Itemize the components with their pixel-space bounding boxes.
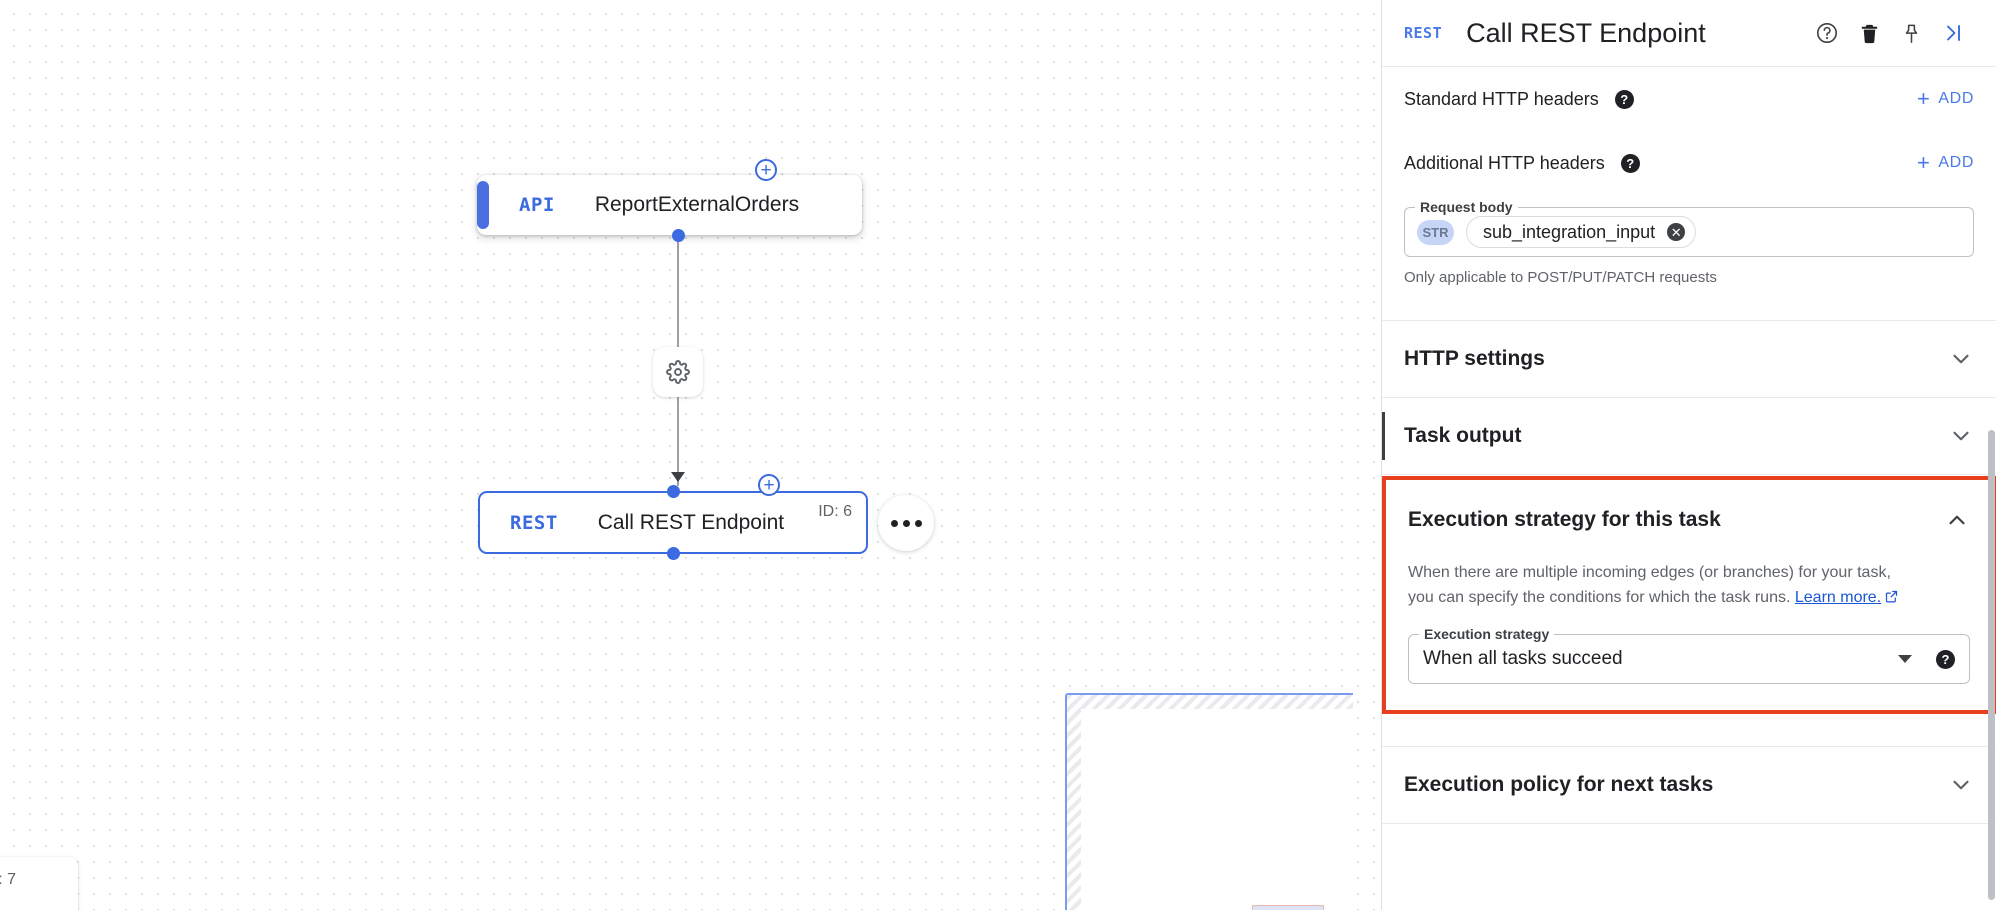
node-output-port[interactable] xyxy=(672,229,685,242)
section-task-output[interactable]: Task output xyxy=(1382,398,1996,474)
request-body-legend: Request body xyxy=(1415,199,1518,215)
minimap-hatch-border xyxy=(1067,695,1353,910)
add-label: ADD xyxy=(1938,154,1974,171)
workflow-canvas[interactable]: API ReportExternalOrders + REST Call RES… xyxy=(0,0,1381,910)
panel-title: Call REST Endpoint xyxy=(1466,17,1706,48)
collapse-panel-icon[interactable] xyxy=(1932,12,1974,54)
request-body-variable-pill[interactable]: sub_integration_input ✕ xyxy=(1466,216,1697,248)
description-line-1: When there are multiple incoming edges (… xyxy=(1408,564,1891,581)
additional-http-headers-label: Additional HTTP headers xyxy=(1404,152,1605,173)
section-http-settings[interactable]: HTTP settings xyxy=(1382,321,1996,397)
minimap-selection-box[interactable] xyxy=(1252,905,1324,910)
node-output-port[interactable] xyxy=(667,547,680,560)
description-line-2: you can specify the conditions for which… xyxy=(1408,589,1791,606)
plus-glyph: + xyxy=(763,474,775,496)
chevron-down-icon[interactable] xyxy=(1948,346,1974,372)
execution-strategy-description: When there are multiple incoming edges (… xyxy=(1386,560,1992,612)
section-title: Execution strategy for this task xyxy=(1408,508,1721,531)
divider xyxy=(1382,397,1996,398)
execution-strategy-select[interactable]: Execution strategy When all tasks succee… xyxy=(1408,626,1970,684)
task-type-badge: REST xyxy=(1404,24,1443,42)
help-circle-icon[interactable] xyxy=(1806,12,1848,54)
node-id-label: ID: 6 xyxy=(818,503,852,520)
plus-icon: + xyxy=(1916,150,1931,175)
node-type-badge: API xyxy=(519,194,555,216)
chevron-down-icon[interactable] xyxy=(1948,423,1974,449)
canvas-node-partial[interactable]: D: 7 xyxy=(0,857,78,910)
external-link-icon[interactable] xyxy=(1884,587,1899,612)
dot xyxy=(902,519,910,527)
execution-strategy-legend: Execution strategy xyxy=(1419,626,1555,642)
pin-icon[interactable] xyxy=(1890,12,1932,54)
help-icon[interactable]: ? xyxy=(1620,153,1640,173)
add-additional-header-button[interactable]: + ADD xyxy=(1917,152,1974,174)
node-accent-bar xyxy=(477,181,489,229)
divider xyxy=(1382,746,1996,747)
divider xyxy=(1382,474,1996,475)
add-node-plus-icon[interactable]: + xyxy=(758,474,780,496)
node-overflow-menu-icon[interactable] xyxy=(878,495,934,551)
plus-glyph: + xyxy=(760,159,772,181)
execution-strategy-header[interactable]: Execution strategy for this task xyxy=(1386,480,1992,560)
node-type-badge: REST xyxy=(510,511,558,534)
section-active-accent xyxy=(1382,412,1385,460)
add-node-plus-icon[interactable]: + xyxy=(755,159,777,181)
dropdown-caret-icon[interactable] xyxy=(1898,655,1912,663)
request-body-field[interactable]: Request body STR sub_integration_input ✕ xyxy=(1404,199,1974,257)
section-title: HTTP settings xyxy=(1404,347,1545,370)
section-execution-policy[interactable]: Execution policy for next tasks xyxy=(1382,747,1996,823)
add-standard-header-button[interactable]: + ADD xyxy=(1917,88,1974,110)
edge-arrowhead-icon xyxy=(671,472,685,482)
section-execution-strategy: Execution strategy for this task When th… xyxy=(1382,476,1996,714)
add-label: ADD xyxy=(1938,90,1974,107)
help-icon[interactable]: ? xyxy=(1614,89,1634,109)
task-config-panel: REST Call REST Endpoint xyxy=(1381,0,1996,910)
standard-http-headers-row: Standard HTTP headers ? + ADD xyxy=(1382,67,1996,131)
request-body-value: sub_integration_input xyxy=(1483,221,1656,242)
execution-strategy-value: When all tasks succeed xyxy=(1423,648,1623,669)
node-id-label: D: 7 xyxy=(0,871,16,888)
trash-icon[interactable] xyxy=(1848,12,1890,54)
panel-header: REST Call REST Endpoint xyxy=(1382,0,1996,67)
help-icon[interactable]: ? xyxy=(1936,649,1955,669)
divider xyxy=(1382,823,1996,824)
chevron-up-icon[interactable] xyxy=(1944,507,1970,533)
node-input-port[interactable] xyxy=(667,485,680,498)
canvas-node-api[interactable]: API ReportExternalOrders xyxy=(477,175,862,235)
section-title: Task output xyxy=(1404,424,1522,447)
edge-settings-gear-icon[interactable] xyxy=(653,347,703,397)
standard-http-headers-label: Standard HTTP headers xyxy=(1404,88,1599,109)
learn-more-link[interactable]: Learn more. xyxy=(1794,589,1882,606)
plus-icon: + xyxy=(1916,86,1931,111)
request-body-type-chip: STR xyxy=(1417,219,1454,245)
request-body-helper-text: Only applicable to POST/PUT/PATCH reques… xyxy=(1404,269,1717,286)
panel-scrollbar-thumb[interactable] xyxy=(1988,430,1995,900)
canvas-minimap[interactable] xyxy=(1065,693,1353,910)
dot xyxy=(914,519,922,527)
chevron-down-icon[interactable] xyxy=(1948,772,1974,798)
section-title: Execution policy for next tasks xyxy=(1404,773,1714,796)
panel-body: Standard HTTP headers ? + ADD Additional… xyxy=(1382,67,1996,910)
canvas-node-rest[interactable]: REST Call REST Endpoint ID: 6 xyxy=(478,491,868,554)
node-label: Call REST Endpoint xyxy=(597,510,785,534)
node-label: ReportExternalOrders xyxy=(594,193,800,216)
additional-http-headers-row: Additional HTTP headers ? + ADD xyxy=(1382,131,1996,195)
divider xyxy=(1382,320,1996,321)
clear-icon[interactable]: ✕ xyxy=(1667,223,1686,241)
dot xyxy=(890,519,898,527)
